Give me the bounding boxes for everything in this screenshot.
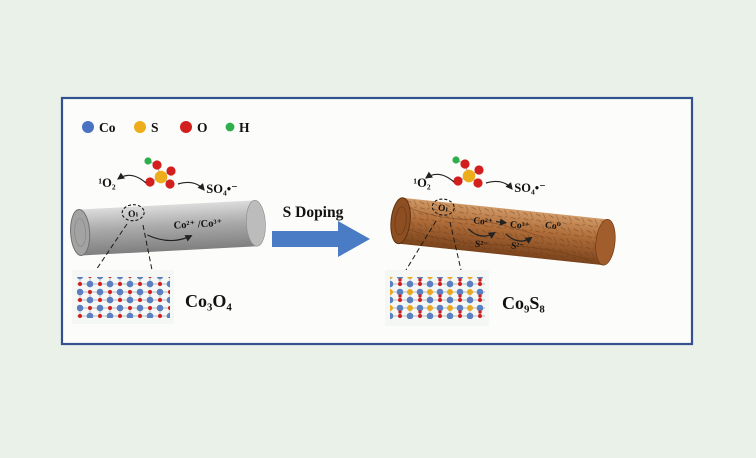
co3o4-crystal-structure: [77, 277, 170, 318]
sulfate-radical-label-right: SO₄•⁻: [514, 181, 545, 195]
sulfate-radical-label-left: SO₄•⁻: [206, 182, 237, 196]
s-legend-dot: [134, 121, 146, 133]
singlet-oxygen-arrow-right: [425, 171, 455, 183]
legend: Co S O H: [82, 120, 250, 135]
redox-direction-arrow: [495, 218, 508, 226]
electron-transfer-arc-left: [147, 234, 193, 242]
sulfate-radical-arrow-left: [177, 181, 205, 191]
redox-to-label: Co³⁺: [509, 220, 529, 232]
metallic-cobalt-label: Co⁰: [544, 221, 561, 233]
sulfide-label-a: S²⁻: [474, 240, 488, 251]
co-legend-label: Co: [99, 120, 116, 135]
co3o4-formula: Co₃O₄: [185, 291, 232, 311]
co-legend-dot: [82, 121, 94, 133]
lattice-oxygen-label-right: Oₗ: [437, 204, 448, 215]
sulfate-radical-arrow-right: [485, 180, 513, 190]
o-legend-label: O: [197, 120, 208, 135]
singlet-oxygen-label-right: ¹O₂: [413, 176, 430, 190]
sulfide-label-b: S²⁻: [510, 241, 524, 252]
s-legend-label: S: [151, 120, 159, 135]
lattice-oxygen-site-left: [121, 204, 145, 222]
redox-couple-label: Co²⁺ /Co³⁺: [173, 218, 222, 232]
h-legend-label: H: [239, 120, 250, 135]
co3o4-nanorod: Oₗ Co²⁺ /Co³⁺: [70, 200, 266, 256]
co9s8-formula: Co₉S₈: [502, 293, 545, 313]
zoom-dash-right-b: [449, 221, 462, 271]
s-doping-label: S Doping: [283, 204, 344, 221]
lattice-oxygen-site-right: [431, 198, 455, 216]
zoom-dash-right-a: [405, 220, 437, 271]
electron-transfer-arc-right-a: [467, 228, 496, 239]
lattice-oxygen-label-left: Oₗ: [128, 209, 139, 220]
electron-transfer-arc-right-b: [505, 233, 533, 244]
co9s8-nanorod: Oₗ Co²⁺ Co³⁺ Co⁰ S²⁻ S²⁻: [390, 197, 616, 266]
co9s8-crystal-structure: [390, 277, 485, 319]
redox-from-label: Co²⁺: [473, 216, 493, 228]
s-doping-arrow: [272, 221, 370, 257]
o-legend-dot: [180, 121, 192, 133]
singlet-oxygen-label-left: ¹O₂: [98, 176, 115, 190]
h-legend-dot: [225, 122, 235, 132]
singlet-oxygen-arrow-left: [117, 172, 147, 184]
zoom-dash-left-a: [95, 223, 128, 271]
